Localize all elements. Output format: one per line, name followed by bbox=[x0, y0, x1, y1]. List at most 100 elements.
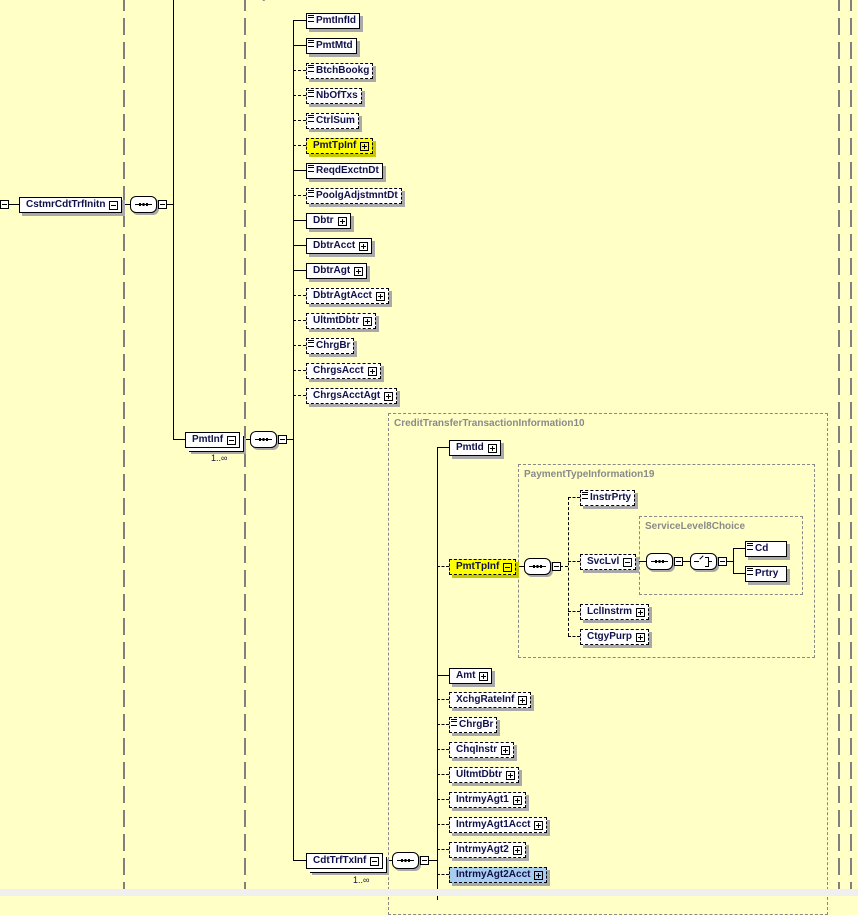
payment-instruction-group-label: PaymentInstructionInformation bbox=[250, 0, 398, 2]
element-label: InstrPrty bbox=[590, 492, 632, 503]
element-ultmtdbtr[interactable]: UltmtDbtr bbox=[449, 767, 520, 783]
expand-plus-icon[interactable] bbox=[501, 745, 511, 755]
sequence-compositor-icon[interactable] bbox=[250, 431, 277, 448]
collapse-minus-icon[interactable] bbox=[420, 856, 429, 865]
element-pmtid[interactable]: PmtId bbox=[449, 440, 501, 456]
element-label: Cd bbox=[755, 543, 769, 554]
element-nboftxs[interactable]: NbOfTxs bbox=[306, 88, 362, 104]
element-pmtinf[interactable]: PmtInf bbox=[185, 432, 241, 448]
element-label: SvcLvl bbox=[587, 556, 620, 567]
expand-plus-icon[interactable] bbox=[636, 632, 645, 642]
element-chrgsacct[interactable]: ChrgsAcct bbox=[306, 363, 381, 379]
element-dbtragtacct[interactable]: DbtrAgtAcct bbox=[306, 288, 389, 304]
collapse-minus-icon[interactable] bbox=[158, 200, 167, 209]
element-amt[interactable]: Amt bbox=[449, 668, 493, 684]
element-ctrlsum[interactable]: CtrlSum bbox=[306, 113, 359, 129]
connector-line bbox=[437, 874, 449, 875]
element-chqinstr[interactable]: ChqInstr bbox=[449, 742, 515, 758]
sequence-compositor-icon[interactable] bbox=[646, 553, 673, 570]
element-pmtinfid[interactable]: PmtInfId bbox=[306, 13, 360, 29]
element-chrgsacctagt[interactable]: ChrgsAcctAgt bbox=[306, 388, 398, 404]
element-xchgrateinf[interactable]: XchgRateInf bbox=[449, 692, 532, 708]
sequence-compositor-icon[interactable] bbox=[524, 558, 551, 575]
connector-line bbox=[437, 849, 449, 850]
expand-plus-icon[interactable] bbox=[360, 141, 370, 151]
expand-plus-icon[interactable] bbox=[375, 291, 385, 301]
element-cd[interactable]: Cd bbox=[745, 541, 787, 557]
element-btchbookg[interactable]: BtchBookg bbox=[306, 63, 374, 79]
expand-plus-icon[interactable] bbox=[384, 391, 394, 401]
element-dbtracct[interactable]: DbtrAcct bbox=[306, 238, 373, 254]
expand-plus-icon[interactable] bbox=[518, 695, 528, 705]
element-label: ChrgsAcctAgt bbox=[313, 390, 381, 401]
element-cstmrcdttrfinitn[interactable]: CstmrCdtTrfInitn bbox=[19, 197, 123, 213]
connector-line bbox=[437, 675, 449, 676]
expand-plus-icon[interactable] bbox=[487, 443, 497, 453]
connector-line bbox=[682, 561, 690, 562]
expand-plus-icon[interactable] bbox=[506, 770, 516, 780]
connector-line bbox=[726, 561, 733, 562]
collapse-minus-icon[interactable] bbox=[370, 856, 380, 866]
element-dbtr[interactable]: Dbtr bbox=[306, 213, 351, 229]
element-pmttpinf[interactable]: PmtTpInf bbox=[449, 559, 517, 575]
connector-line bbox=[568, 636, 580, 637]
element-intrmyagt1acct[interactable]: IntrmyAgt1Acct bbox=[449, 817, 548, 833]
collapse-minus-icon[interactable] bbox=[623, 557, 633, 567]
element-label: PmtInf bbox=[192, 434, 224, 445]
connector-line bbox=[293, 370, 306, 371]
expand-plus-icon[interactable] bbox=[359, 241, 369, 251]
connector-line bbox=[293, 245, 306, 246]
horizontal-scrollbar-area[interactable] bbox=[0, 889, 858, 896]
collapse-minus-icon[interactable] bbox=[227, 435, 237, 445]
element-instrprty[interactable]: InstrPrty bbox=[580, 490, 636, 506]
collapse-minus-icon[interactable] bbox=[674, 557, 683, 566]
collapse-minus-icon[interactable] bbox=[718, 557, 727, 566]
element-ctgypurp[interactable]: CtgyPurp bbox=[580, 629, 649, 645]
collapse-minus-icon[interactable] bbox=[0, 200, 9, 209]
expand-plus-icon[interactable] bbox=[534, 820, 544, 830]
expand-plus-icon[interactable] bbox=[534, 870, 544, 880]
element-label: PmtMtd bbox=[316, 40, 353, 51]
element-label: PoolgAdjstmntDt bbox=[316, 190, 398, 201]
expand-plus-icon[interactable] bbox=[363, 316, 373, 326]
simple-type-icon bbox=[308, 115, 314, 122]
simple-type-icon bbox=[747, 568, 753, 575]
expand-plus-icon[interactable] bbox=[354, 266, 364, 276]
connector-line bbox=[166, 204, 173, 205]
sequence-compositor-icon[interactable] bbox=[130, 196, 157, 213]
connector-line bbox=[568, 561, 580, 562]
element-intrmyagt1[interactable]: IntrmyAgt1 bbox=[449, 792, 526, 808]
element-dbtragt[interactable]: DbtrAgt bbox=[306, 263, 368, 279]
collapse-minus-icon[interactable] bbox=[552, 562, 561, 571]
collapse-minus-icon[interactable] bbox=[503, 562, 513, 572]
element-intrmyagt2[interactable]: IntrmyAgt2 bbox=[449, 842, 526, 858]
expand-plus-icon[interactable] bbox=[479, 671, 489, 681]
expand-plus-icon[interactable] bbox=[512, 795, 522, 805]
element-label: DbtrAgtAcct bbox=[313, 290, 372, 301]
expand-plus-icon[interactable] bbox=[512, 845, 522, 855]
simple-type-icon bbox=[308, 340, 314, 347]
expand-plus-icon[interactable] bbox=[636, 607, 646, 617]
element-chrgbr[interactable]: ChrgBr bbox=[449, 717, 498, 733]
expand-plus-icon[interactable] bbox=[338, 216, 347, 226]
element-chrgbr[interactable]: ChrgBr bbox=[306, 338, 355, 354]
choice-compositor-icon[interactable] bbox=[690, 553, 717, 570]
element-pmtmtd[interactable]: PmtMtd bbox=[306, 38, 357, 54]
element-cdttrftxinf[interactable]: CdtTrfTxInf bbox=[306, 853, 384, 869]
element-reqdexctndt[interactable]: ReqdExctnDt bbox=[306, 163, 383, 179]
element-intrmyagt2acct[interactable]: IntrmyAgt2Acct bbox=[449, 867, 548, 883]
connector-line bbox=[437, 774, 449, 775]
element-svclvl[interactable]: SvcLvl bbox=[580, 554, 637, 570]
element-ultmtdbtr[interactable]: UltmtDbtr bbox=[306, 313, 377, 329]
connector-line bbox=[293, 20, 306, 21]
element-prtry[interactable]: Prtry bbox=[745, 566, 787, 582]
collapse-minus-icon[interactable] bbox=[278, 435, 287, 444]
sequence-compositor-icon[interactable] bbox=[392, 852, 419, 869]
simple-type-icon bbox=[308, 165, 314, 172]
expand-plus-icon[interactable] bbox=[367, 366, 377, 376]
element-label: DbtrAgt bbox=[313, 265, 351, 276]
element-lclinstrm[interactable]: LclInstrm bbox=[580, 604, 650, 620]
element-pmttpinf[interactable]: PmtTpInf bbox=[306, 138, 374, 154]
collapse-minus-icon[interactable] bbox=[109, 200, 119, 210]
element-poolgadjstmntdt[interactable]: PoolgAdjstmntDt bbox=[306, 188, 402, 204]
